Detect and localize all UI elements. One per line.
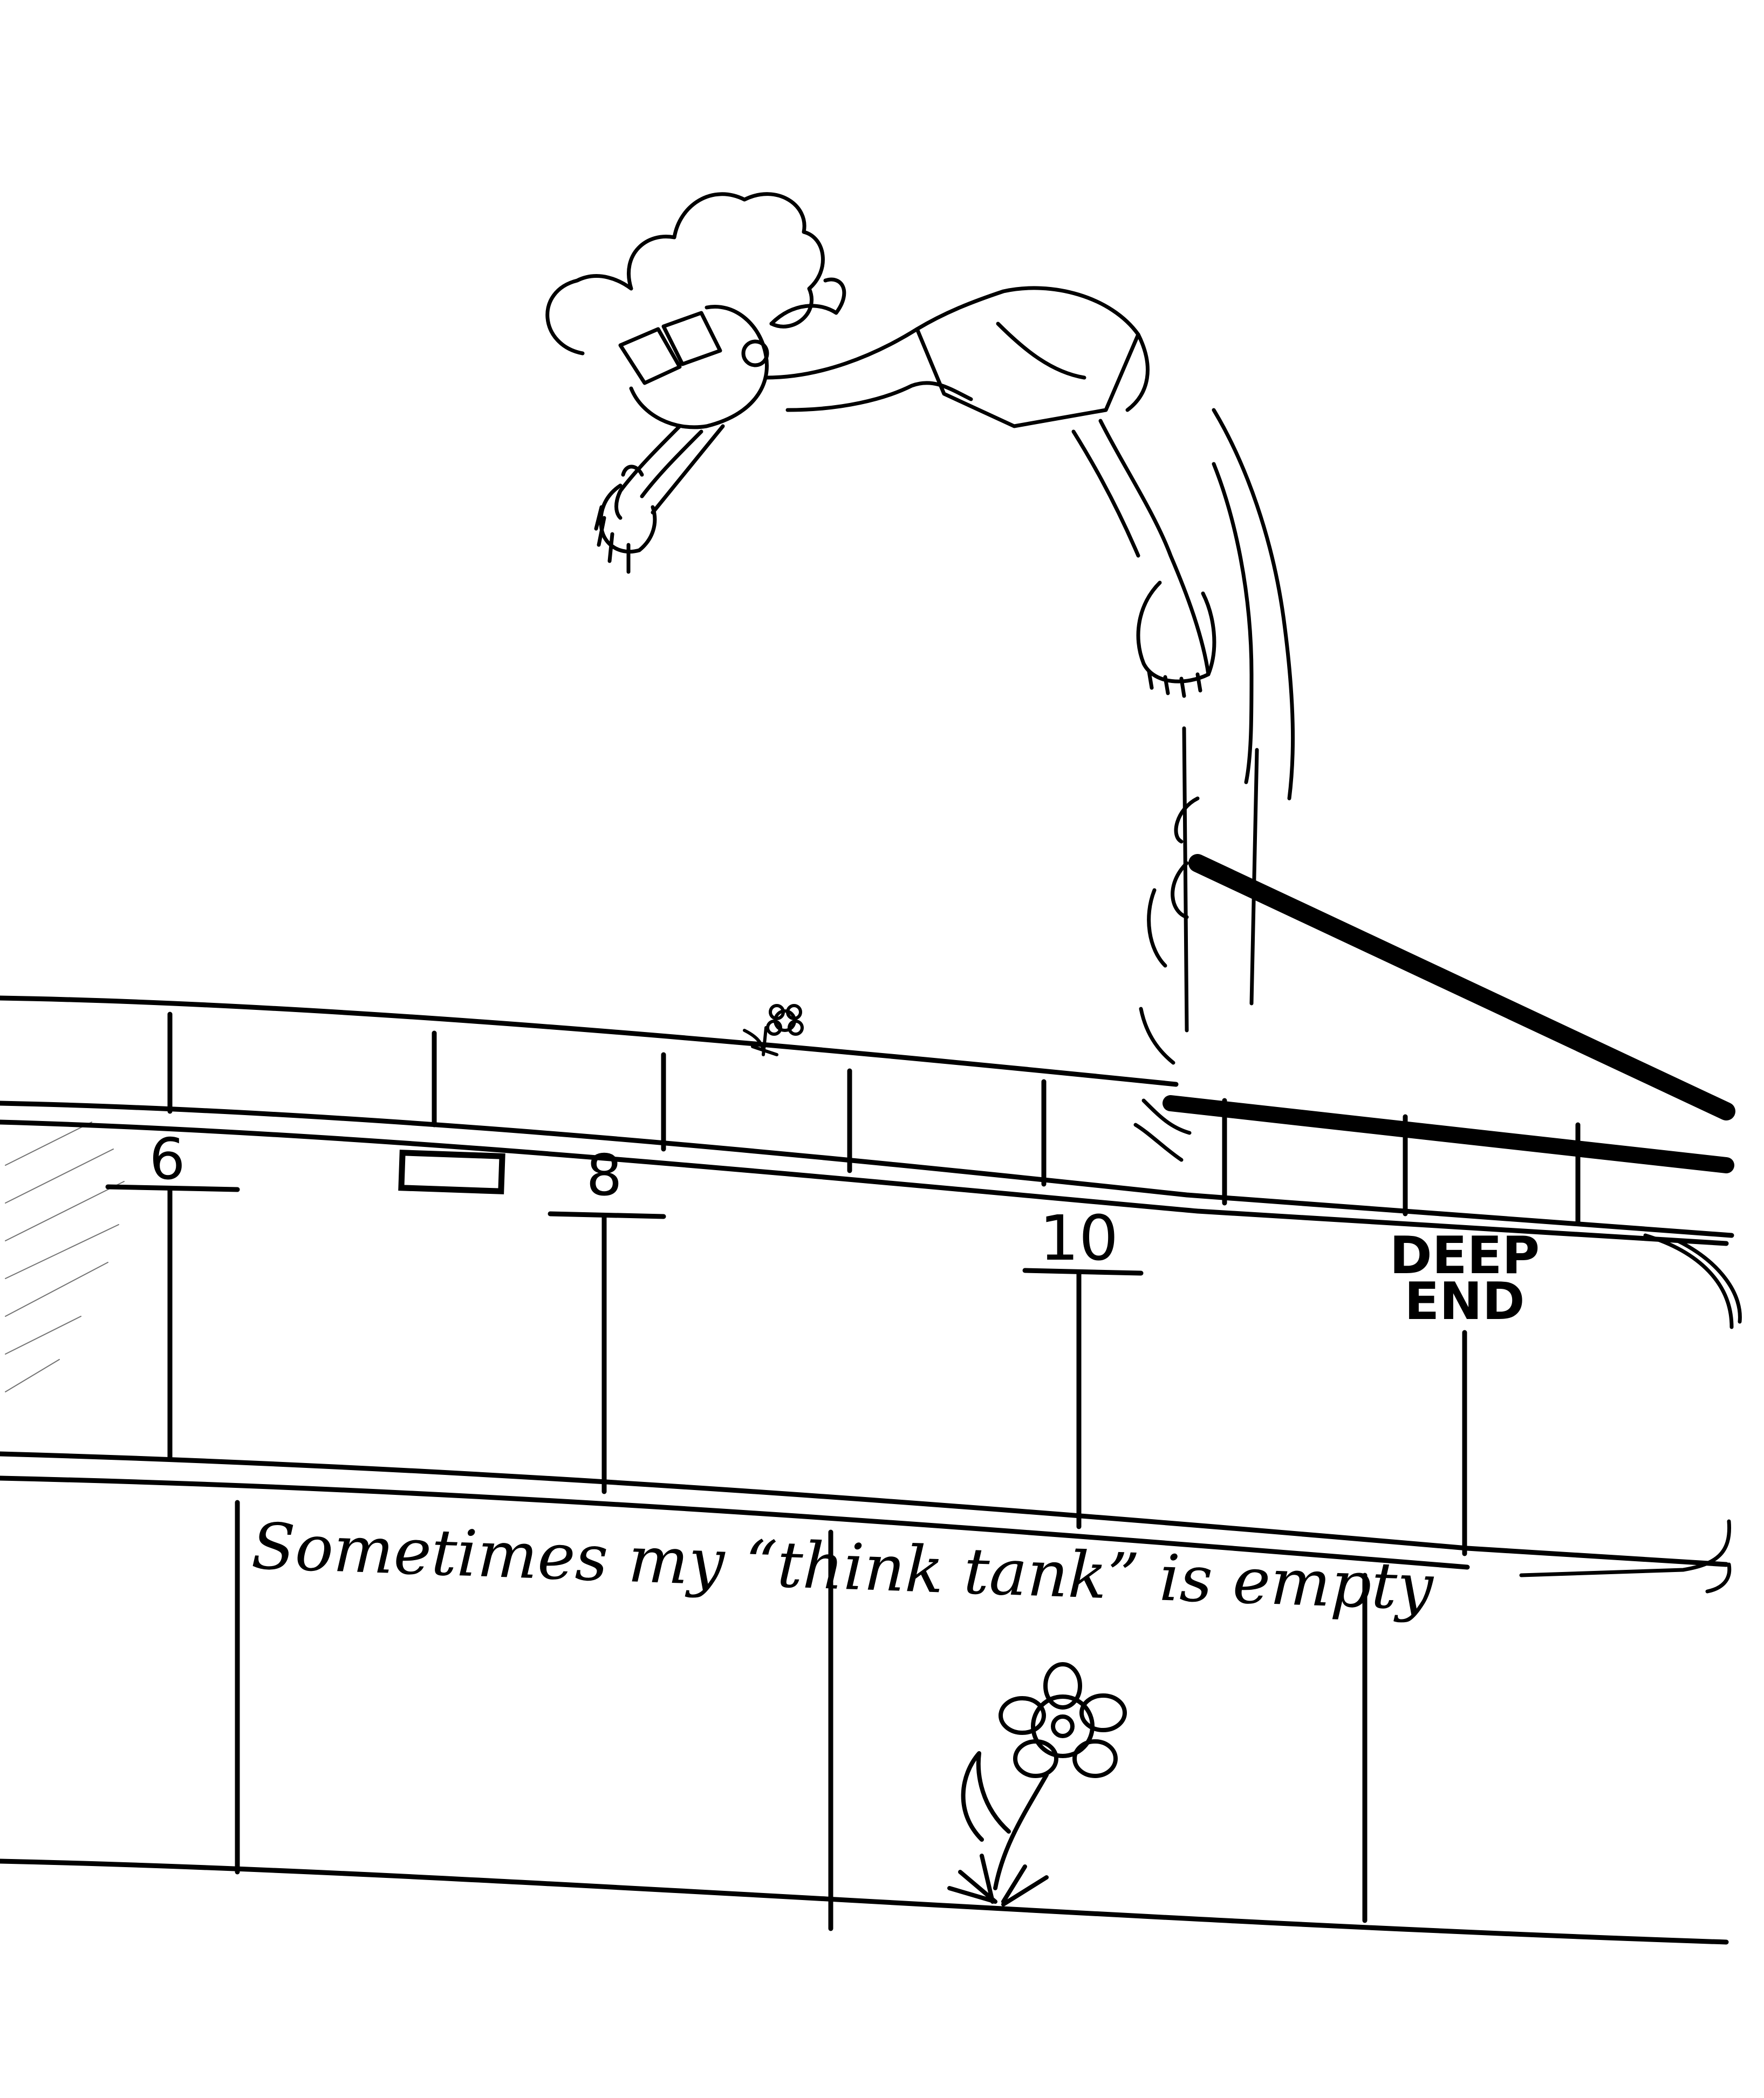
pool-wall: [0, 1451, 1729, 1570]
diver-hand: [599, 483, 657, 554]
floor-bottom-edge: [0, 1858, 1729, 1945]
deep-end-marker: DEEP END: [1390, 1226, 1540, 1556]
pool-sign-plate: [398, 1150, 505, 1194]
deep-end-line2: END: [1404, 1272, 1524, 1331]
depth-marker-8: 8: [548, 1143, 666, 1494]
wall-bottom-edge-2: [0, 1475, 1470, 1570]
flower-icon: [947, 1662, 1127, 1906]
wall-bottom-edge: [0, 1451, 1729, 1567]
diver-leg: [1098, 419, 1211, 676]
deck-top-edge: [0, 995, 1179, 1087]
deck-bottom-edge: [0, 1101, 1734, 1238]
diver-foot: [1136, 580, 1216, 684]
deep-end-line1: DEEP: [1390, 1226, 1540, 1286]
diver-hair: [545, 192, 825, 356]
diver-goggles: [618, 311, 722, 385]
springboard-post: [1133, 726, 1259, 1162]
depth-marker-6: 6: [105, 1126, 240, 1462]
diver-arm: [614, 424, 682, 520]
pool-corner: [1519, 1233, 1742, 1594]
depth-marker-10: 10: [1022, 1202, 1144, 1529]
diver-ear: [741, 339, 769, 367]
diver: [545, 192, 1295, 801]
diving-board: [1163, 854, 1735, 1173]
depth-label-8: 8: [586, 1143, 623, 1208]
depth-label-6: 6: [149, 1126, 186, 1192]
water-line: [0, 1119, 1729, 1246]
small-flower-icon: [743, 1004, 804, 1056]
diver-shorts: [915, 327, 1140, 428]
pool-floor: [0, 1500, 1729, 1945]
wall-hatching: [5, 1122, 125, 1392]
diver-torso: [764, 286, 1150, 412]
depth-label-10: 10: [1040, 1202, 1118, 1275]
